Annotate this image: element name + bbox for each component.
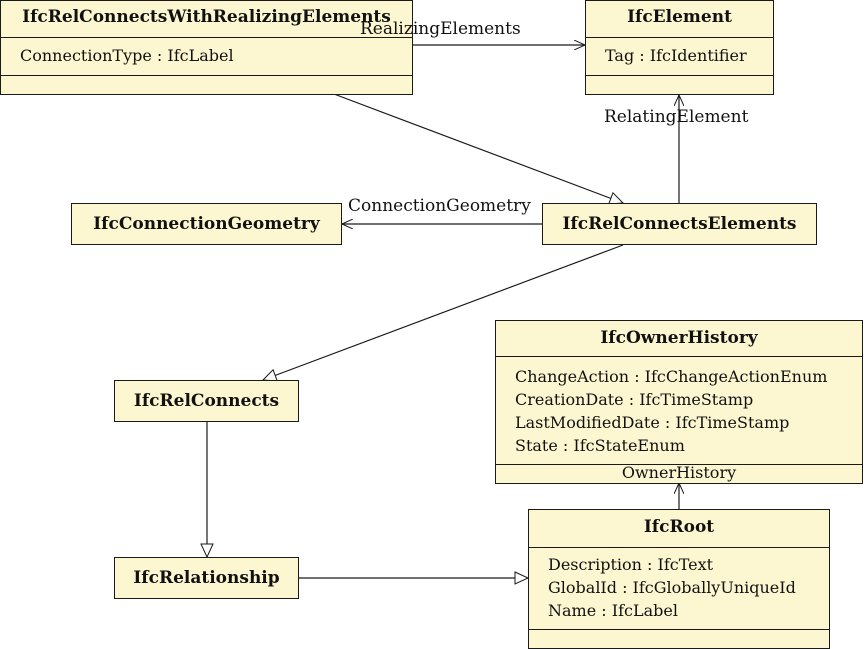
- owner-history-footer-label: OwnerHistory: [621, 463, 737, 482]
- edge-generalization-realizing-to-relconnectselements: [333, 93, 625, 205]
- class-name: IfcElement: [627, 7, 732, 27]
- attribute-list: Description : IfcText GlobalId : IfcGlob…: [548, 553, 796, 622]
- class-ifcrelconnects: IfcRelConnects: [114, 380, 299, 422]
- class-separator: [1, 37, 412, 38]
- class-ifcrelconnectswithrealizingelements: IfcRelConnectsWithRealizingElements Conn…: [0, 0, 413, 95]
- attribute: ConnectionType : IfcLabel: [20, 46, 234, 65]
- attribute-list: Tag : IfcIdentifier: [605, 44, 747, 67]
- attribute-list: ChangeAction : IfcChangeActionEnum Creat…: [515, 365, 827, 457]
- attribute: Description : IfcText: [548, 555, 714, 574]
- attribute: ChangeAction : IfcChangeActionEnum: [515, 367, 828, 386]
- class-separator: [529, 547, 829, 548]
- class-separator: [529, 629, 829, 630]
- class-separator: [1, 75, 412, 76]
- class-name: IfcOwnerHistory: [600, 328, 758, 348]
- class-ifcconnectiongeometry: IfcConnectionGeometry: [71, 203, 342, 245]
- edge-generalization-relconnectselements-to-relconnects: [261, 244, 624, 382]
- class-ifcroot: IfcRoot Description : IfcText GlobalId :…: [528, 509, 830, 649]
- attribute: Tag : IfcIdentifier: [605, 46, 747, 65]
- class-ifcownerhistory: IfcOwnerHistory ChangeAction : IfcChange…: [495, 320, 863, 484]
- edge-label-relating-element: RelatingElement: [604, 107, 749, 127]
- attribute: State : IfcStateEnum: [515, 436, 685, 455]
- attribute-list: ConnectionType : IfcLabel: [20, 44, 234, 67]
- class-ifcrelationship: IfcRelationship: [114, 557, 299, 599]
- edge-label-connection-geometry: ConnectionGeometry: [348, 196, 531, 216]
- attribute: Name : IfcLabel: [548, 601, 678, 620]
- attribute: CreationDate : IfcTimeStamp: [515, 390, 754, 409]
- edge-label-realizing-elements: RealizingElements: [360, 19, 521, 39]
- class-name: IfcRelConnects: [133, 391, 280, 411]
- class-separator: [496, 356, 862, 357]
- class-name: IfcRelConnectsWithRealizingElements: [22, 7, 391, 27]
- class-ifcrelconnectselements: IfcRelConnectsElements: [542, 203, 817, 245]
- class-name: IfcConnectionGeometry: [93, 214, 320, 234]
- class-name: IfcRoot: [643, 517, 715, 537]
- class-ifcelement: IfcElement Tag : IfcIdentifier: [585, 0, 774, 95]
- attribute: GlobalId : IfcGloballyUniqueId: [548, 578, 796, 597]
- attribute: LastModifiedDate : IfcTimeStamp: [515, 413, 790, 432]
- class-separator: [496, 464, 862, 465]
- class-name: IfcRelationship: [133, 568, 280, 588]
- class-separator: [586, 37, 773, 38]
- class-separator: [586, 75, 773, 76]
- class-name: IfcRelConnectsElements: [562, 214, 797, 234]
